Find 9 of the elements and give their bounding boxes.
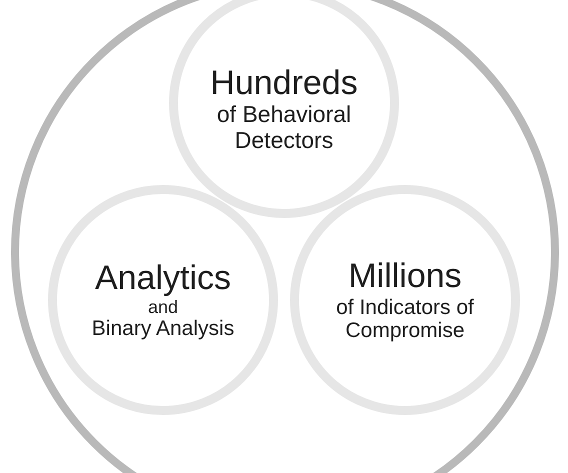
circle-subtext: of Behavioral Detectors [216,102,352,154]
category-circle [48,185,278,415]
category-circle [290,185,520,415]
circle-heading: Millions [347,257,463,296]
circle-heading: Hundreds [209,64,359,102]
circle-heading: Analytics [94,259,232,298]
circle-subtext: and [146,297,180,318]
circle-subtext: of Indicators of Compromise [335,296,475,343]
circle-subtext: Binary Analysis [90,317,236,341]
